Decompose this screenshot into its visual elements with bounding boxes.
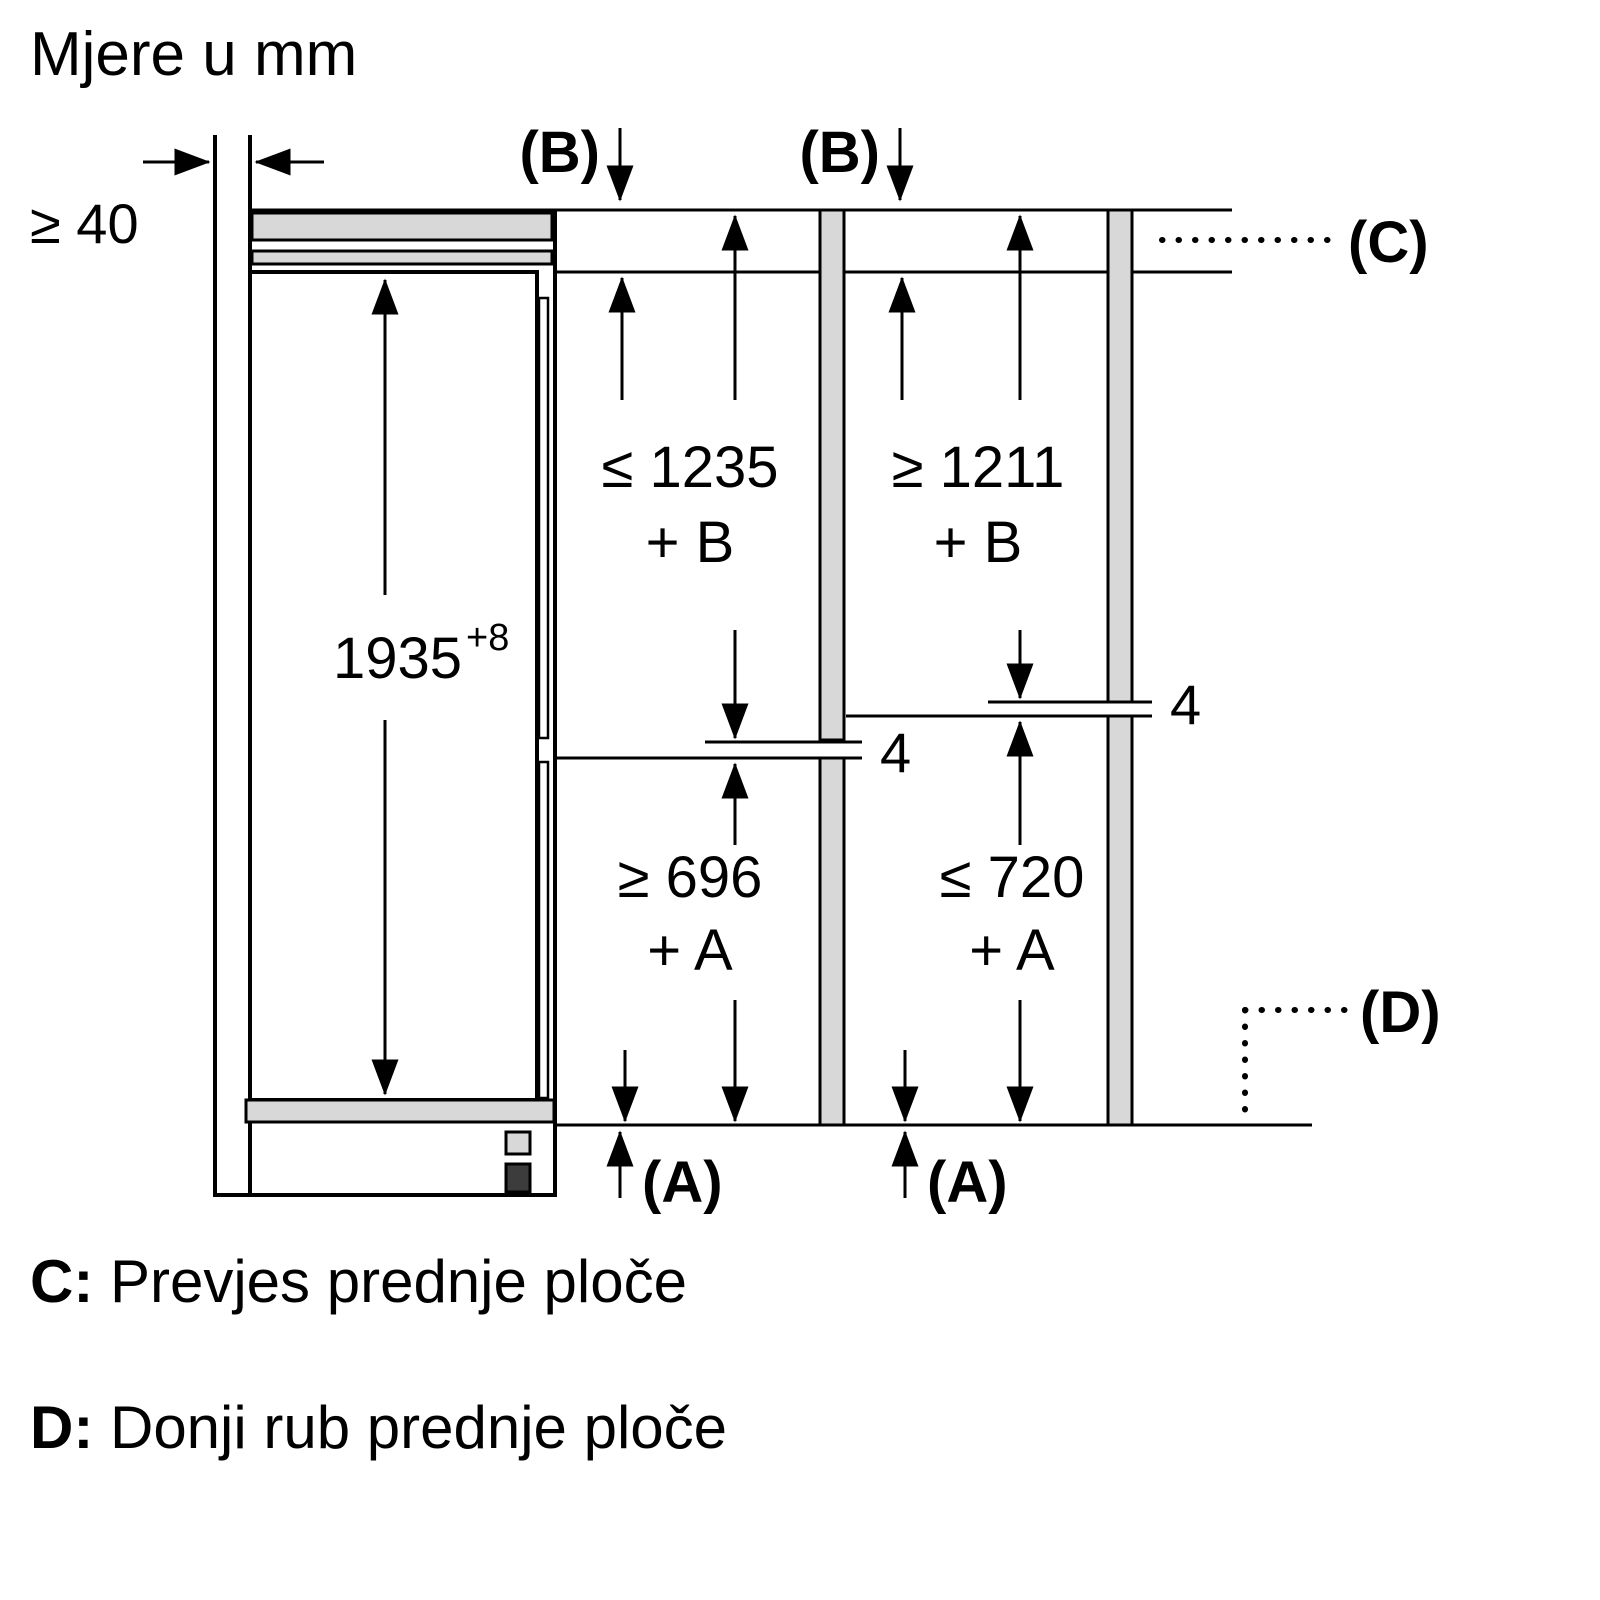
labels: Mjere u mm ≥ 40 (B) (B) (C) (D) (A) (A) … <box>30 20 1441 1215</box>
c-label: (C) <box>1348 210 1429 275</box>
appliance-foot-dark <box>504 1162 532 1194</box>
d-label: (D) <box>1360 980 1441 1045</box>
upper-left-dim-line1: ≤ 1235 <box>602 435 779 500</box>
gap-left-value: 4 <box>880 721 911 784</box>
front-panel-right-lower <box>1106 714 1134 1127</box>
appliance-base <box>244 1098 556 1124</box>
diagram-title: Mjere u mm <box>30 20 357 89</box>
appliance-body <box>248 270 539 1102</box>
upper-right-dim-line2: + B <box>934 510 1023 575</box>
lower-right-dim-line2: + A <box>969 918 1055 983</box>
front-panels <box>818 208 1134 1127</box>
legend-d-key: D: <box>30 1394 93 1461</box>
front-panel-right-upper <box>1106 208 1134 704</box>
top-vent-strip <box>250 211 554 242</box>
appliance-door-upper <box>537 296 550 740</box>
appliance-foot <box>504 1130 532 1156</box>
wall-min-label: ≥ 40 <box>30 192 139 255</box>
legend-d-text: Donji rub prednje ploče <box>93 1394 727 1461</box>
appliance-door-lower <box>537 760 550 1100</box>
front-panel-left-upper <box>818 208 846 742</box>
dimension-arrows <box>143 128 1034 1198</box>
b-label-left: (B) <box>519 120 600 185</box>
lower-left-dim-line1: ≥ 696 <box>618 845 763 910</box>
callout-lines <box>1159 237 1355 1126</box>
b-label-right: (B) <box>799 120 880 185</box>
upper-left-dim-line2: + B <box>646 510 735 575</box>
legend-c-text: Prevjes prednje ploče <box>93 1248 687 1315</box>
upper-right-dim-line1: ≥ 1211 <box>892 435 1065 500</box>
a-label-left: (A) <box>642 1150 723 1215</box>
legend: C: Prevjes prednje ploče D: Donji rub pr… <box>30 1248 727 1461</box>
top-vent-strip-2 <box>250 249 554 266</box>
legend-c: C: Prevjes prednje ploče <box>30 1248 687 1315</box>
height-value: 1935 <box>333 626 462 691</box>
gap-right-value: 4 <box>1170 673 1201 736</box>
front-panel-left-lower <box>818 756 846 1127</box>
a-label-right: (A) <box>927 1150 1008 1215</box>
lower-left-dim-line2: + A <box>647 918 733 983</box>
legend-c-key: C: <box>30 1248 93 1315</box>
legend-d: D: Donji rub prednje ploče <box>30 1394 727 1461</box>
height-tolerance: +8 <box>466 617 509 659</box>
cabinet-structure <box>213 135 557 1197</box>
lower-right-dim-line1: ≤ 720 <box>940 845 1085 910</box>
